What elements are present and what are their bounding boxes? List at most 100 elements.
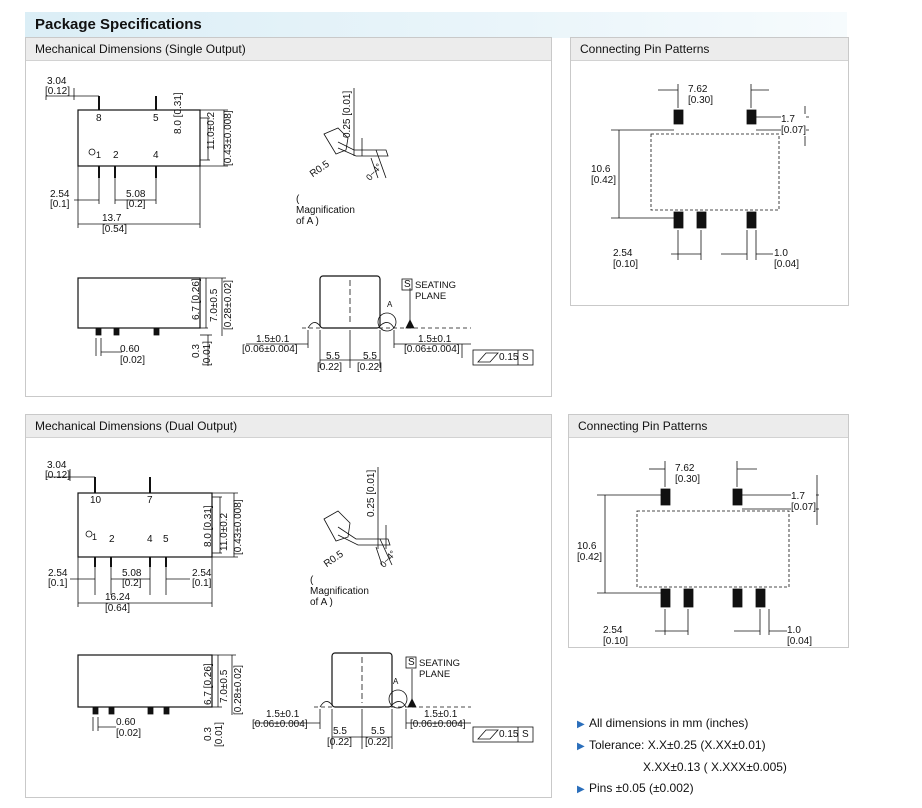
dim-length: 16.24 [0.64] (105, 592, 131, 614)
dual-mechanical-drawing (46, 467, 534, 749)
magnification-caption: ( Magnification of A ) (310, 575, 369, 608)
dimension-notes: ▶All dimensions in mm (inches) ▶Toleranc… (577, 713, 837, 800)
panel-header: Connecting Pin Patterns (571, 38, 848, 61)
page-title: Package Specifications (35, 16, 202, 33)
dim-side-total: 7.0±0.5 (219, 669, 230, 703)
dual-pin-pattern-panel: Connecting Pin Patterns 7.62 [0.30] 1.7 … (568, 414, 849, 648)
dim-pin-width: 0.60 [0.02] (120, 344, 146, 366)
dim-side-height: 6.7 [0.26] (203, 663, 214, 705)
dim-standoff-left-in: [0.06±0.004] (242, 344, 298, 355)
dim-pitch-right-in: [0.1] (192, 578, 212, 589)
dim-inner-height: 8.0 [0.31] (173, 92, 184, 134)
triangle-bullet-icon: ▶ (577, 719, 585, 730)
dim-span2: 5.5 (363, 351, 377, 362)
dim-outer-height: 11.0±0.2 (206, 111, 217, 150)
module-body-end-view (319, 275, 381, 329)
dim-pattern-pitch: 2.54 [0.10] (613, 248, 639, 270)
dim-pin-offset-in: [0.12] (45, 86, 71, 97)
triangle-bullet-icon: ▶ (577, 784, 585, 795)
dim-pattern-height: 10.6 [0.42] (591, 164, 617, 186)
note-item: ▶Tolerance: X.X±0.25 (X.XX±0.01) (577, 735, 837, 757)
pin-label-2: 2 (109, 534, 115, 545)
dim-pin-length-in: [0.01] (214, 721, 225, 747)
dim-standoff-left: 1.5±0.1 (256, 334, 290, 345)
dim-side-height: 6.7 [0.26] (191, 278, 202, 320)
dim-pitch2-in: [0.2] (122, 578, 142, 589)
module-body-end-view (331, 652, 393, 708)
triangle-bullet-icon: ▶ (577, 741, 585, 752)
detail-a-label: A (387, 300, 393, 309)
pin-label-2: 2 (113, 150, 119, 161)
dual-mechanical-panel: Mechanical Dimensions (Dual Output) (25, 414, 552, 798)
dim-span2: 5.5 (371, 726, 385, 737)
panel-title: Mechanical Dimensions (Single Output) (35, 42, 246, 56)
dim-side-total-in: [0.28±0.02] (223, 280, 234, 330)
pin-label-5: 5 (163, 534, 169, 545)
dim-span1: 5.5 (333, 726, 347, 737)
seating-plane-label: SEATING PLANE (415, 280, 456, 302)
dim-pitch2-in: [0.2] (126, 199, 146, 210)
detail-a-label: A (393, 677, 399, 686)
dim-pitch-right: 2.54 (192, 568, 212, 579)
panel-title: Mechanical Dimensions (Dual Output) (35, 419, 238, 433)
note-item: ▶All dimensions in mm (inches) (577, 713, 837, 735)
dim-row-spacing: 7.62 [0.30] (688, 84, 714, 106)
dim-pin-offset: 1.7 [0.07] (781, 114, 807, 136)
dim-pin-length-in: [0.01] (202, 340, 213, 366)
single-mechanical-drawing (45, 88, 534, 368)
dim-pitch2: 5.08 (122, 568, 142, 579)
pin-label-1: 1 (92, 532, 98, 542)
dim-standoff-right-in: [0.06±0.004] (404, 344, 460, 355)
dim-side-total: 7.0±0.5 (209, 288, 220, 322)
pin-label-7: 7 (147, 495, 153, 506)
dim-pin-offset: 3.04 (47, 76, 67, 87)
dim-pin-thickness: 0.25 [0.01] (342, 90, 353, 138)
dim-pin-length: 0.3 (203, 727, 214, 741)
dim-pin-length: 0.3 (191, 344, 202, 358)
pin-label-5: 5 (153, 113, 159, 124)
single-pin-pattern-panel: Connecting Pin Patterns 7.62 [0.30] 1.7 … (570, 37, 849, 306)
dim-pad-size: 1.0 [0.04] (787, 625, 813, 647)
dim-pattern-pitch: 2.54 [0.10] (603, 625, 629, 647)
dim-pitch: 2.54 (50, 189, 70, 200)
dim-pin-thickness: 0.25 [0.01] (366, 469, 377, 517)
seating-plane-label: SEATING PLANE (419, 658, 460, 680)
pin-label-8: 8 (96, 113, 102, 124)
single-mechanical-panel: Mechanical Dimensions (Single Output) (25, 37, 552, 397)
dim-row-spacing: 7.62 [0.30] (675, 463, 701, 485)
flatness-value: 0.15 (499, 352, 519, 363)
dim-standoff-left-in: [0.06±0.004] (252, 719, 308, 730)
dim-pattern-height: 10.6 [0.42] (577, 541, 603, 563)
dual-pin-pattern-drawing (597, 461, 819, 635)
module-body-top-view (77, 492, 213, 558)
panel-header: Connecting Pin Patterns (569, 415, 848, 438)
note-item: X.XX±0.13 ( X.XXX±0.005) (643, 760, 787, 774)
seating-s-box: S (408, 657, 415, 668)
dim-span2-in: [0.22] (365, 737, 391, 748)
dim-pin-offset: 3.04 (47, 460, 67, 471)
dim-pin-offset-in: [0.12] (45, 470, 71, 481)
dim-outer-height-in: [0.43±0.008] (223, 110, 234, 166)
dim-pitch2: 5.08 (126, 189, 146, 200)
panel-header: Mechanical Dimensions (Single Output) (26, 38, 551, 61)
pin-label-10: 10 (90, 495, 102, 506)
dim-span1: 5.5 (326, 351, 340, 362)
dim-span1-in: [0.22] (317, 362, 343, 373)
dim-inner-height: 8.0 [0.31] (203, 505, 214, 547)
pin-label-1: 1 (96, 150, 102, 160)
dim-standoff-right-in: [0.06±0.004] (410, 719, 466, 730)
flatness-value: 0.15 (499, 729, 519, 740)
flatness-datum: S (522, 352, 529, 363)
panel-title: Connecting Pin Patterns (578, 419, 708, 433)
dim-pitch-in: [0.1] (50, 199, 70, 210)
note-item: ▶Pins ±0.05 (±0.002) (577, 778, 837, 800)
page-title-bar: Package Specifications (25, 12, 847, 38)
dim-standoff-right: 1.5±0.1 (418, 334, 452, 345)
dim-standoff-left: 1.5±0.1 (266, 709, 300, 720)
pin-label-4: 4 (147, 534, 153, 545)
dim-side-total-in: [0.28±0.02] (233, 665, 244, 715)
magnification-caption: ( Magnification of A ) (296, 194, 355, 227)
dim-pin-offset: 1.7 [0.07] (791, 491, 817, 513)
dim-pitch-left-in: [0.1] (48, 578, 68, 589)
dim-standoff-right: 1.5±0.1 (424, 709, 458, 720)
